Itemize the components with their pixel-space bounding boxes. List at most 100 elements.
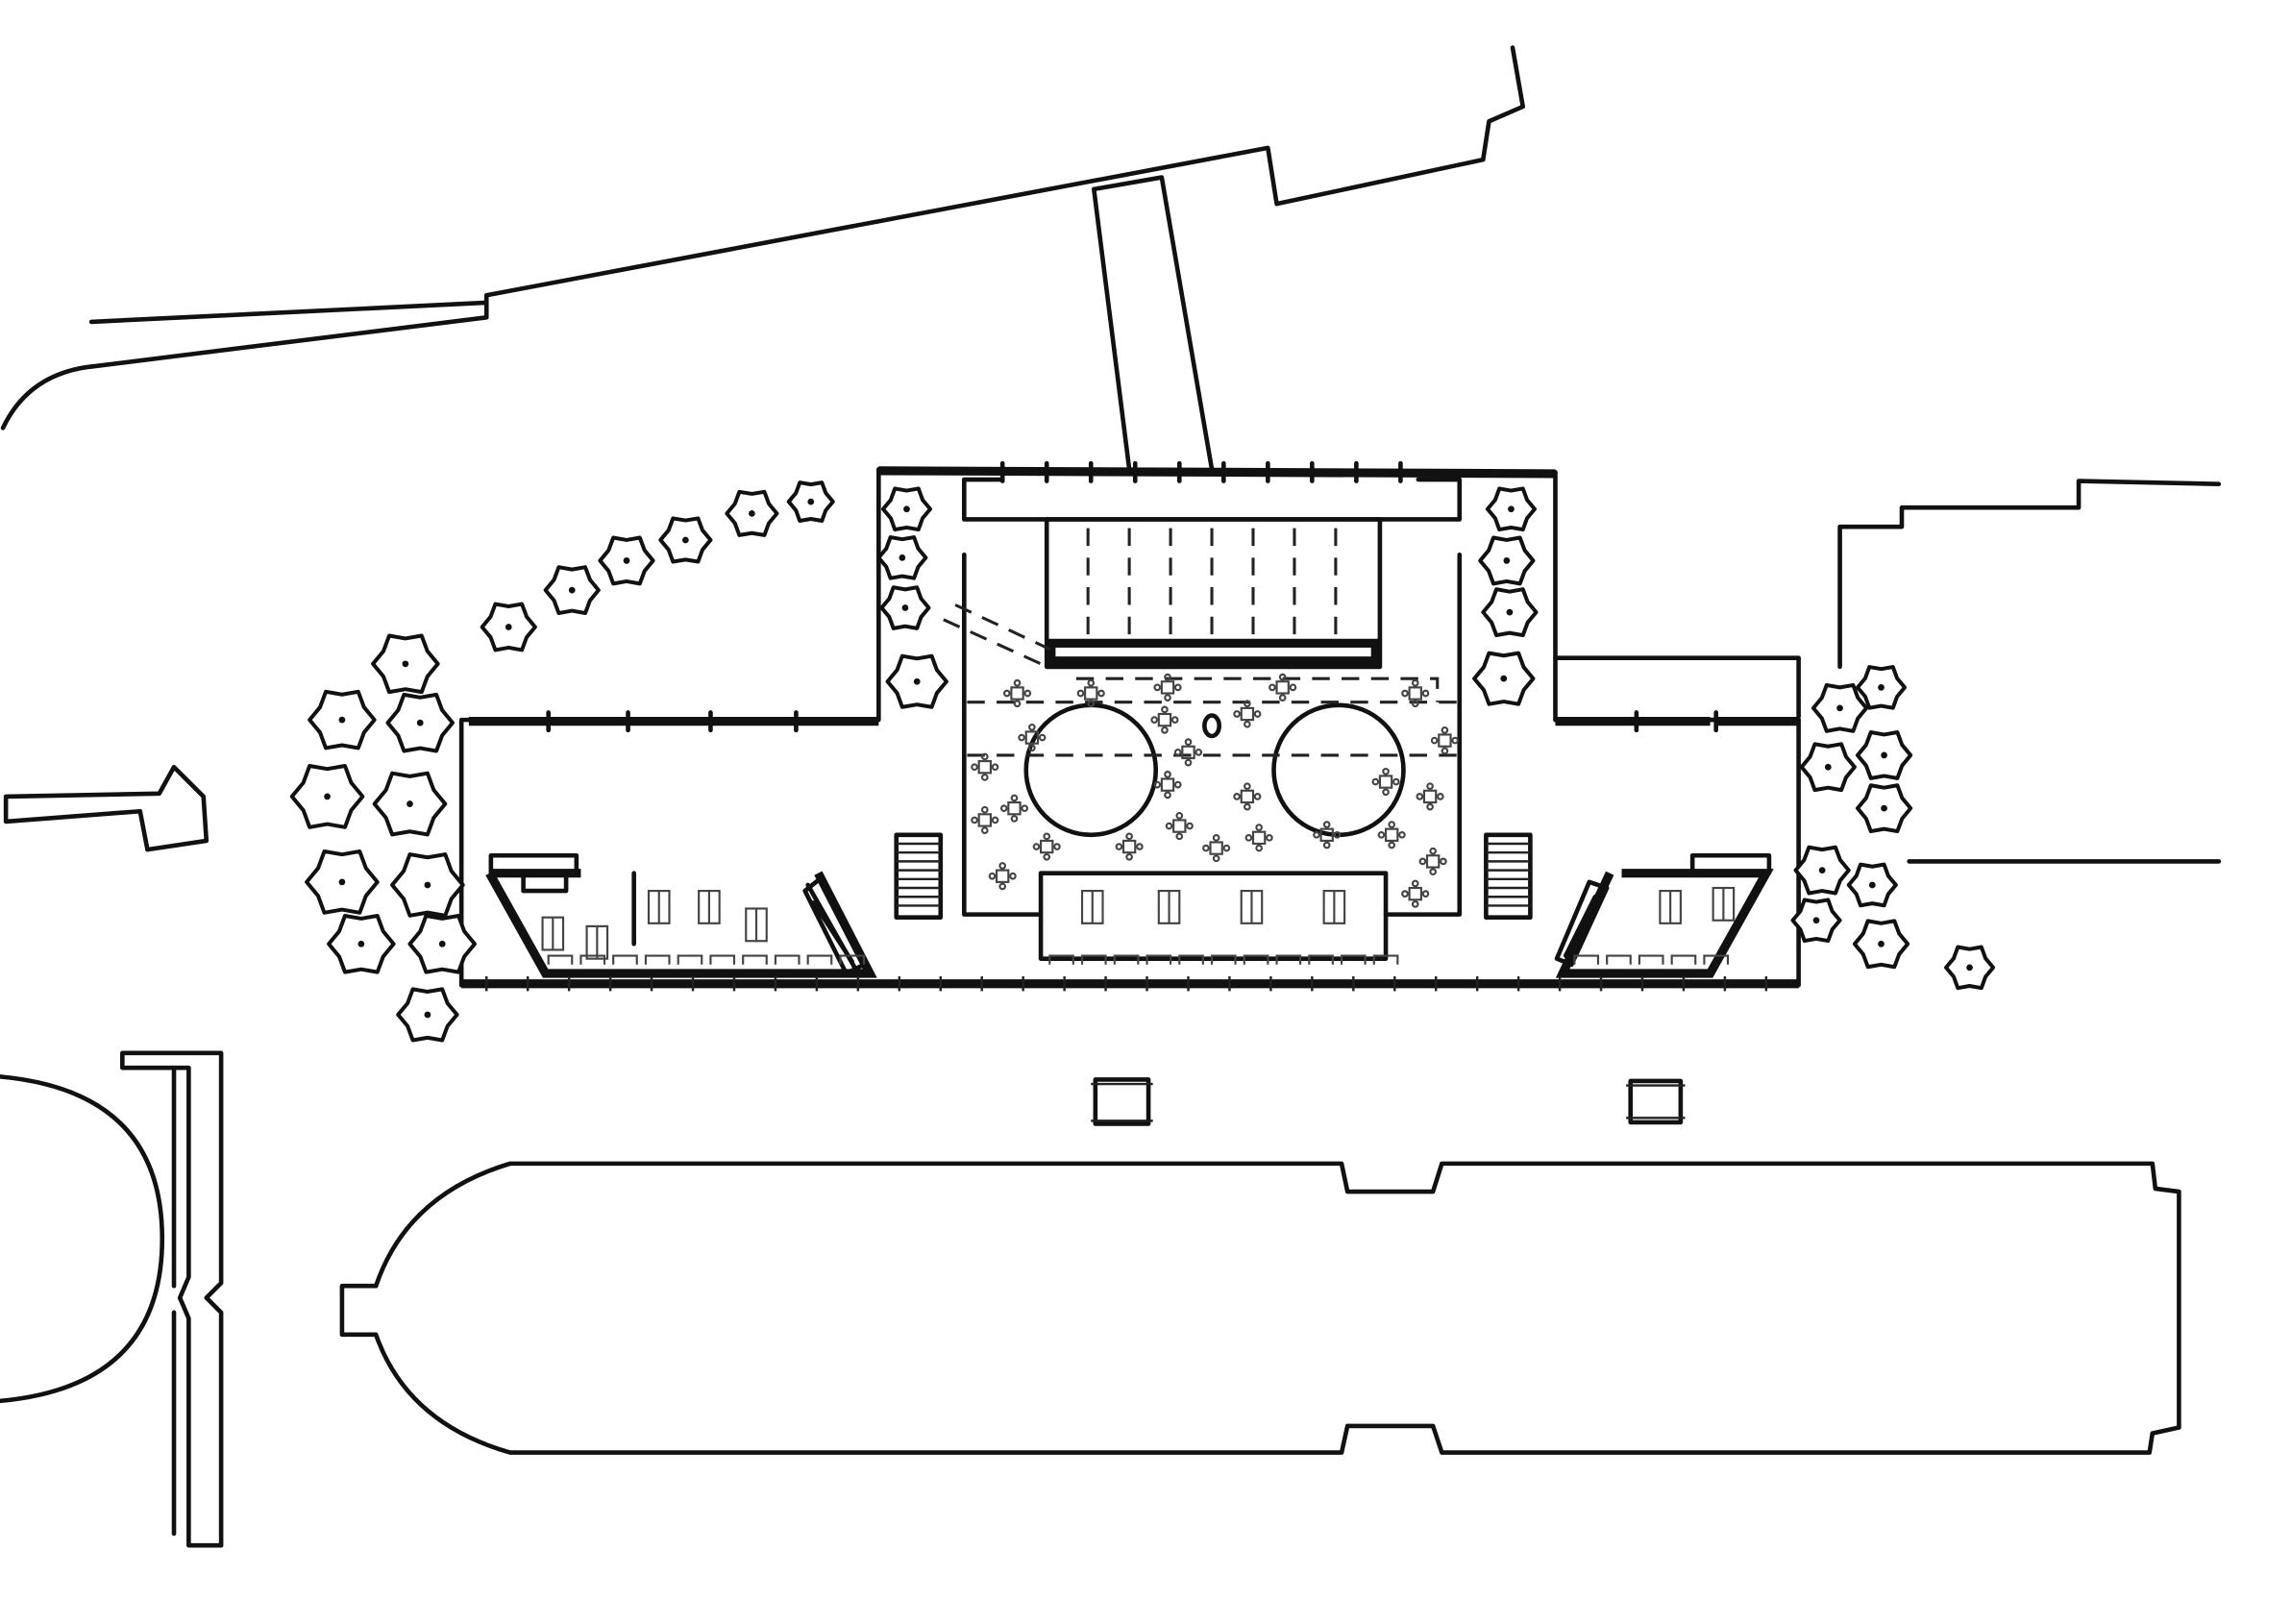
table-top xyxy=(1240,789,1255,804)
tree xyxy=(390,852,465,918)
atrium-outline xyxy=(962,552,1463,917)
east-stair xyxy=(1689,852,1772,875)
desk-bay xyxy=(806,954,833,965)
desk-bays xyxy=(547,954,1730,965)
rotunda-west xyxy=(1023,702,1159,838)
table-top xyxy=(1010,686,1024,701)
tree-trunk xyxy=(1966,964,1973,972)
cafe-table xyxy=(1018,723,1047,752)
chair xyxy=(998,862,1007,870)
tree xyxy=(1855,783,1913,834)
chair xyxy=(991,763,999,772)
chair xyxy=(1013,700,1022,708)
tree-trunk xyxy=(338,716,346,724)
chair xyxy=(1097,689,1105,698)
chair xyxy=(998,882,1007,891)
cafe-table xyxy=(1173,738,1203,767)
tree-trunk xyxy=(901,604,909,611)
desk-bay xyxy=(1210,954,1237,965)
chair xyxy=(988,872,997,880)
chair xyxy=(1125,852,1133,861)
chair xyxy=(1032,843,1041,850)
chair xyxy=(1418,857,1427,866)
table-top xyxy=(1121,839,1137,854)
cafe-table xyxy=(1430,726,1459,755)
tree xyxy=(308,689,377,750)
tree xyxy=(876,535,928,580)
north-street-edge xyxy=(88,300,489,325)
chair xyxy=(1173,780,1182,789)
south-pavilion-right xyxy=(1628,1078,1684,1125)
chair xyxy=(1233,710,1241,718)
table-top xyxy=(1240,706,1255,722)
table-top xyxy=(977,759,992,775)
chair xyxy=(1401,689,1409,698)
tree xyxy=(1799,742,1857,793)
chair xyxy=(1184,758,1193,767)
table-top xyxy=(1172,819,1187,833)
chair xyxy=(1222,844,1231,852)
chair xyxy=(999,804,1008,813)
chair xyxy=(1153,683,1162,692)
tree xyxy=(725,489,779,537)
workstation xyxy=(647,890,671,924)
north-gallery xyxy=(962,477,1463,522)
table-top xyxy=(1378,775,1393,789)
desk-bay xyxy=(1670,954,1697,965)
chair xyxy=(1023,689,1032,698)
main-hall-south-wall xyxy=(1047,638,1380,666)
south-rotunda xyxy=(0,1074,165,1404)
workstation xyxy=(1240,890,1264,924)
chair xyxy=(1371,777,1380,786)
chair xyxy=(1278,694,1287,701)
chair xyxy=(1322,821,1331,828)
table-top xyxy=(1209,841,1223,855)
tree xyxy=(1478,535,1536,586)
tree xyxy=(885,653,948,709)
tree-trunk xyxy=(1881,804,1887,812)
workstation xyxy=(1322,890,1346,924)
tree xyxy=(658,516,713,564)
desk-bay xyxy=(839,954,866,965)
desk-bay xyxy=(579,954,606,965)
desk-bay xyxy=(1638,954,1664,965)
central-office-block xyxy=(1038,871,1389,961)
chair xyxy=(1289,683,1297,692)
chair xyxy=(1038,733,1047,742)
tree-trunk xyxy=(424,881,431,889)
south-west-walls xyxy=(120,1050,224,1548)
tree-trunk xyxy=(1503,557,1511,564)
chair xyxy=(1244,700,1251,708)
west-wing-building xyxy=(3,764,209,852)
cafe-table xyxy=(1076,678,1105,708)
tree xyxy=(880,486,933,532)
cafe-table xyxy=(1002,678,1032,708)
cafe-table xyxy=(1313,821,1342,849)
tree xyxy=(407,914,477,974)
table-top xyxy=(1160,680,1175,695)
chair xyxy=(1136,843,1144,850)
cafe-table xyxy=(1401,879,1430,908)
table-top xyxy=(977,813,992,827)
chair xyxy=(1255,824,1263,831)
table-top xyxy=(1319,827,1334,842)
tree-trunk xyxy=(623,557,630,564)
furniture-layout xyxy=(541,673,1736,960)
chair xyxy=(1184,738,1193,746)
chair xyxy=(1411,700,1419,708)
tree xyxy=(480,602,537,652)
workstation xyxy=(1712,886,1736,922)
desk-bay xyxy=(709,954,736,965)
main-building xyxy=(458,460,1801,992)
desk-bay xyxy=(644,954,671,965)
chair xyxy=(1333,830,1342,839)
cafe-table xyxy=(1418,847,1447,875)
tree xyxy=(372,771,448,837)
tree xyxy=(1811,682,1869,733)
tree-trunk xyxy=(357,940,365,947)
chair xyxy=(1076,689,1085,698)
table-top xyxy=(1422,789,1438,804)
tree xyxy=(305,849,380,915)
table-top xyxy=(1384,827,1399,842)
chair xyxy=(980,752,989,761)
